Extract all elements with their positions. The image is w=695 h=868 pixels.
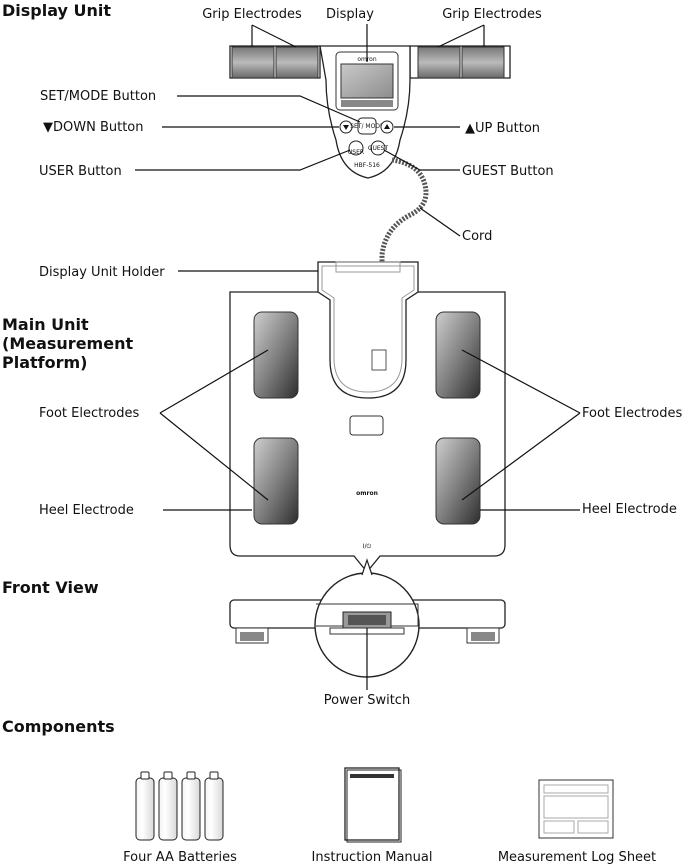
model-number: HBF-516 — [354, 162, 380, 169]
battery-icon — [158, 771, 178, 841]
foot-electrode-left — [253, 311, 299, 399]
grip-electrode-left-outer — [231, 46, 275, 79]
label-heel-electrode-left: Heel Electrode — [39, 503, 134, 518]
heading-main-unit-line3: Platform) — [2, 353, 87, 372]
lcd-display — [340, 63, 394, 99]
guest-button[interactable] — [370, 140, 386, 156]
user-button[interactable] — [348, 140, 364, 156]
grip-electrode-left-inner — [275, 46, 319, 79]
foot-electrode-right — [435, 311, 481, 399]
heading-main-unit-line1: Main Unit — [2, 315, 89, 334]
label-set-mode-button: SET/MODE Button — [40, 89, 156, 104]
set-mode-button[interactable] — [357, 117, 377, 135]
battery-icon — [135, 771, 155, 841]
leader-lines — [135, 24, 581, 690]
battery-icon — [204, 771, 224, 841]
coiled-cord — [379, 157, 429, 385]
heading-front-view: Front View — [2, 578, 99, 597]
label-user-button: USER Button — [39, 164, 122, 179]
platform-center-window — [349, 415, 384, 436]
power-symbol-label: I/⏻ — [363, 543, 372, 550]
label-display: Display — [326, 7, 374, 22]
display-unit: omron SET/ MODE USER GUEST HBF-516 — [229, 45, 511, 179]
label-display-unit-holder: Display Unit Holder — [39, 265, 165, 280]
set-mode-button-text: SET/ MODE — [350, 123, 384, 130]
label-foot-electrodes-right: Foot Electrodes — [582, 406, 682, 421]
label-power-switch: Power Switch — [324, 693, 410, 708]
component-log-sheet — [538, 779, 614, 839]
heel-electrode-left — [253, 437, 299, 525]
heading-main-unit-line2: (Measurement — [2, 334, 133, 353]
component-batteries — [135, 771, 224, 841]
label-heel-electrode-right: Heel Electrode — [582, 502, 677, 517]
component-instruction-manual — [344, 767, 402, 843]
label-grip-electrodes-right: Grip Electrodes — [442, 7, 542, 22]
label-up-button: ▲UP Button — [465, 121, 540, 136]
label-cord: Cord — [462, 229, 492, 244]
heading-components: Components — [2, 717, 115, 736]
label-down-button: ▼DOWN Button — [43, 120, 144, 135]
grip-electrode-right-inner — [417, 46, 461, 79]
label-four-aa-batteries: Four AA Batteries — [123, 850, 237, 865]
guest-button-text: GUEST — [368, 145, 389, 152]
display-unit-holder — [317, 261, 419, 399]
main-platform: omron I/⏻ — [229, 261, 506, 574]
label-foot-electrodes-left: Foot Electrodes — [39, 406, 139, 421]
label-guest-button: GUEST Button — [462, 164, 554, 179]
label-grip-electrodes-left: Grip Electrodes — [202, 7, 302, 22]
grip-electrode-right-outer — [461, 46, 505, 79]
label-instruction-manual: Instruction Manual — [312, 850, 433, 865]
battery-icon — [181, 771, 201, 841]
label-measurement-log-sheet: Measurement Log Sheet — [498, 850, 656, 865]
heading-display-unit: Display Unit — [2, 1, 111, 20]
heel-electrode-right — [435, 437, 481, 525]
user-button-text: USER — [348, 149, 364, 156]
platform-brand-logo: omron — [356, 490, 378, 497]
